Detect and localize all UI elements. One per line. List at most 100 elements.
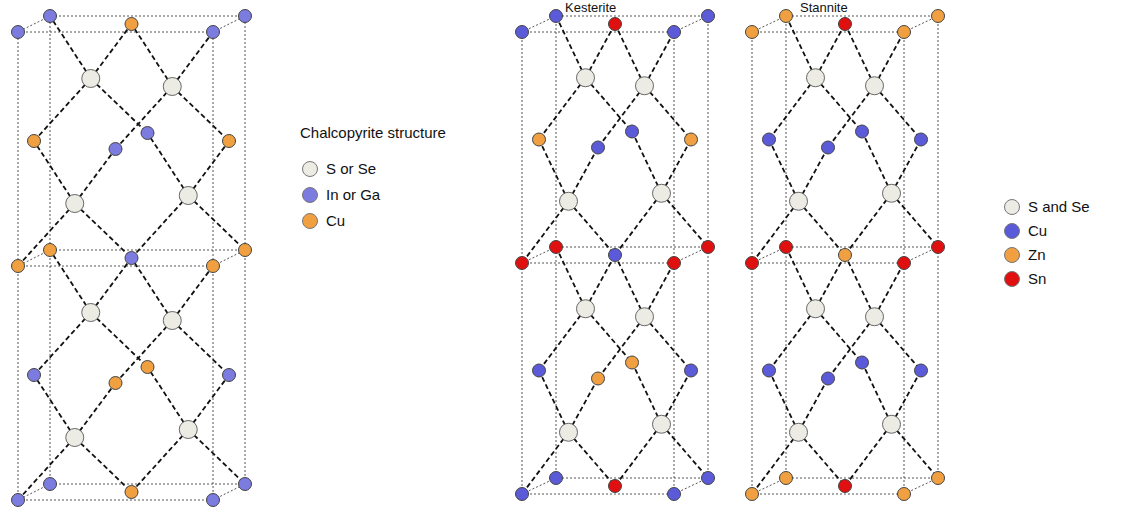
bond-line [34, 141, 75, 204]
atom [856, 125, 869, 138]
cell-edge [50, 16, 245, 17]
atom [636, 77, 654, 95]
cell-edge [18, 32, 213, 33]
cell-edge [556, 16, 708, 17]
bond-line [172, 266, 213, 321]
atom [516, 488, 529, 501]
atom [163, 312, 181, 330]
atom [179, 421, 197, 439]
cell-edge [786, 478, 938, 479]
atom [28, 369, 41, 382]
bond-line [752, 201, 799, 263]
bond-line [586, 78, 633, 132]
atom [932, 241, 945, 254]
bond-line [828, 317, 875, 379]
bond-line [875, 317, 922, 371]
bond-line [522, 432, 569, 494]
bond-line [34, 375, 75, 438]
bond-line [34, 79, 91, 142]
atom [883, 415, 901, 433]
atom [592, 141, 605, 154]
atom [653, 415, 671, 433]
cell-edge [18, 500, 213, 501]
cell-edge [786, 247, 938, 248]
atom [207, 494, 220, 507]
atom [780, 241, 793, 254]
bond-line [148, 133, 189, 196]
bond-line [91, 79, 148, 134]
bond-line [816, 309, 863, 363]
atom [609, 249, 622, 262]
bond-line [18, 204, 75, 267]
atom [207, 260, 220, 273]
bond-line [75, 438, 132, 493]
legend-swatch [302, 213, 318, 229]
bond-line [569, 201, 616, 255]
bond-line [769, 309, 816, 371]
atom [685, 133, 698, 146]
bond-line [34, 313, 91, 376]
bond-line [845, 255, 875, 317]
atom [898, 257, 911, 270]
bond-line [586, 309, 633, 363]
atom [702, 241, 715, 254]
atom [550, 472, 563, 485]
atom [898, 26, 911, 39]
bond-line [645, 86, 692, 140]
bond-line [75, 149, 116, 204]
bond-line [569, 432, 616, 486]
atom [883, 184, 901, 202]
bond-line [188, 141, 229, 196]
atom [66, 429, 84, 447]
bond-line [892, 193, 939, 247]
bond-line [845, 424, 892, 486]
bond-line [556, 247, 586, 309]
bond-line [615, 193, 662, 255]
atom [179, 187, 197, 205]
legend-text: In or Ga [326, 186, 380, 203]
kesterite-cell [516, 10, 715, 501]
legend-entry: Sn [1004, 270, 1046, 287]
bond-line [18, 438, 75, 501]
atom [668, 257, 681, 270]
atom [516, 26, 529, 39]
bond-line [769, 371, 799, 433]
bond-line [786, 247, 816, 309]
bond-line [91, 313, 148, 368]
cell-edge [786, 16, 938, 17]
atom [856, 356, 869, 369]
atom [28, 135, 41, 148]
atom [577, 69, 595, 87]
legend-entry: In or Ga [302, 186, 380, 203]
atom [915, 133, 928, 146]
cell-edge [522, 263, 674, 264]
bond-line [645, 317, 692, 371]
atom [163, 78, 181, 96]
bond-line [816, 78, 863, 132]
atom [223, 369, 236, 382]
bond-line [75, 383, 116, 438]
stannite-cell [746, 10, 945, 501]
panel-title: Stannite [800, 0, 848, 15]
bond-line [662, 193, 709, 247]
bond-line [188, 375, 229, 430]
legend-text: Sn [1028, 270, 1046, 287]
cell-edge [556, 478, 708, 479]
bond-line [539, 371, 569, 433]
legend-entry: S and Se [1004, 198, 1090, 215]
bond-line [172, 321, 229, 376]
atom [239, 10, 252, 23]
bond-line [188, 430, 245, 485]
legend-swatch [1004, 223, 1020, 239]
bond-line [892, 424, 939, 478]
atom [82, 304, 100, 322]
atom [577, 300, 595, 318]
atom [702, 472, 715, 485]
atom [932, 472, 945, 485]
atom [207, 26, 220, 39]
atom [125, 18, 138, 31]
atom [866, 77, 884, 95]
atom [668, 488, 681, 501]
bond-line [752, 432, 799, 494]
bond-line [632, 132, 662, 194]
